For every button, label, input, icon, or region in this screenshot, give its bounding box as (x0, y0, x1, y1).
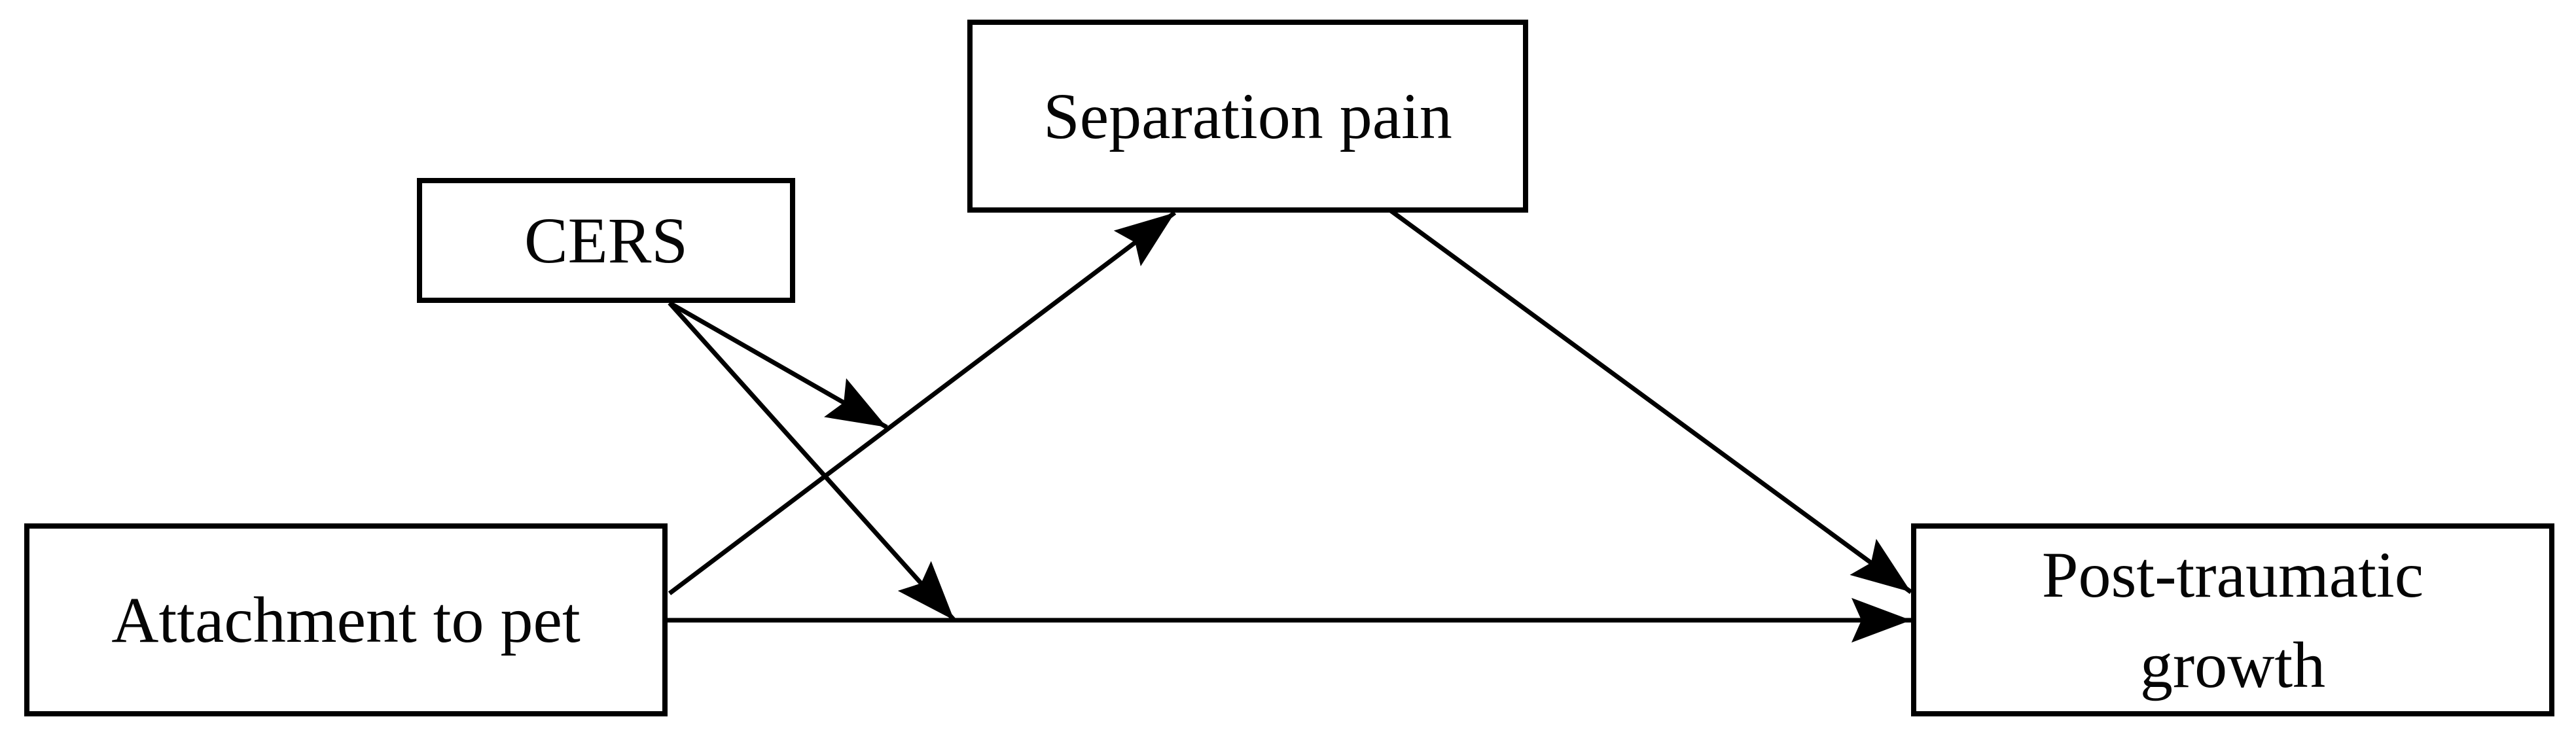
node-attachment-to-pet: Attachment to pet (24, 523, 668, 716)
node-post-traumatic-growth-label: Post-traumatic growth (2041, 538, 2424, 701)
node-cers-label: CERS (524, 203, 689, 277)
arrow-cers-to-direct-path (668, 301, 956, 622)
node-cers: CERS (417, 178, 795, 303)
arrow-cers-to-a-path (668, 300, 888, 430)
node-separation-pain-label: Separation pain (1043, 79, 1452, 152)
node-post-traumatic-growth: Post-traumatic growth (1911, 523, 2554, 716)
node-separation-pain: Separation pain (967, 20, 1528, 213)
arrow-separation-pain-to-ptg (1389, 209, 1913, 594)
node-attachment-to-pet-label: Attachment to pet (111, 583, 581, 656)
